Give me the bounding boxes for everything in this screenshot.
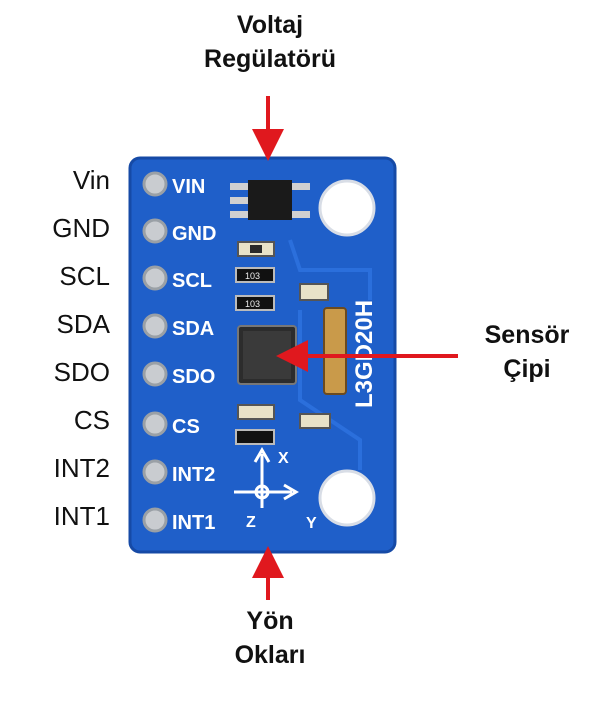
sensor-chip-label: Sensör Çipi: [462, 318, 592, 386]
pin-label-sda: SDA: [56, 309, 110, 339]
pin-pad: [142, 459, 168, 485]
pin-pad: [142, 361, 168, 387]
pin-pad: [142, 313, 168, 339]
pin-pad: [142, 218, 168, 244]
pin-pad: [142, 507, 168, 533]
silk-cs: CS: [172, 416, 200, 438]
silk-int2: INT2: [172, 464, 215, 486]
axis-y-label: Y: [306, 515, 317, 532]
silk-int1: INT1: [172, 512, 215, 534]
smd-resistor: [235, 429, 275, 445]
sensor-chip-label-line1: Sensör: [484, 321, 570, 349]
pin-pad: [142, 265, 168, 291]
orientation-arrows-icon: [234, 447, 299, 508]
sensor-chip-label-line2: Çipi: [503, 355, 551, 383]
direction-arrows-label-line1: Yön: [246, 607, 294, 635]
pin-label-int2: INT2: [53, 453, 110, 483]
pcb-trace: [288, 239, 372, 300]
direction-arrows-label: Yön Okları: [170, 604, 370, 672]
voltage-regulator-label-line1: Voltaj: [236, 11, 304, 39]
pin-label-int1: INT1: [53, 501, 110, 531]
smd-capacitor: [237, 241, 275, 257]
silk-sda: SDA: [172, 318, 214, 340]
axis-z-label: Z: [246, 514, 256, 531]
direction-arrows-label-line2: Okları: [234, 641, 306, 669]
voltage-regulator-chip: [230, 180, 310, 220]
smd-capacitor: [299, 413, 331, 429]
pin-label-scl: SCL: [59, 261, 110, 291]
pin-header: [142, 171, 168, 533]
pin-label-sdo: SDO: [53, 357, 110, 387]
smd-capacitor: [299, 283, 329, 301]
mounting-hole: [318, 179, 376, 237]
resistor-code: 103: [245, 299, 260, 309]
axis-x-label: X: [278, 450, 289, 467]
silk-vin: VIN: [172, 176, 205, 198]
voltage-regulator-label-line2: Regülatörü: [204, 45, 336, 73]
resistor-code: 103: [245, 271, 260, 281]
pin-label-cs: CS: [73, 405, 110, 435]
silk-sdo: SDO: [172, 366, 215, 388]
voltage-regulator-label: Voltaj Regülatörü: [170, 8, 370, 76]
smd-resistor: 103: [235, 267, 275, 283]
silk-scl: SCL: [172, 270, 212, 292]
chip-model-silk: L3GD20H: [351, 300, 378, 408]
smd-capacitor: [323, 307, 347, 395]
pin-pad: [142, 171, 168, 197]
silk-gnd: GND: [172, 223, 216, 245]
sensor-chip: [237, 325, 297, 385]
pin-pad: [142, 411, 168, 437]
mounting-hole: [318, 469, 376, 527]
pin-label-gnd: GND: [52, 213, 110, 243]
smd-resistor: 103: [235, 295, 275, 311]
pin-label-vin: Vin: [72, 165, 110, 195]
smd-capacitor: [237, 404, 275, 420]
